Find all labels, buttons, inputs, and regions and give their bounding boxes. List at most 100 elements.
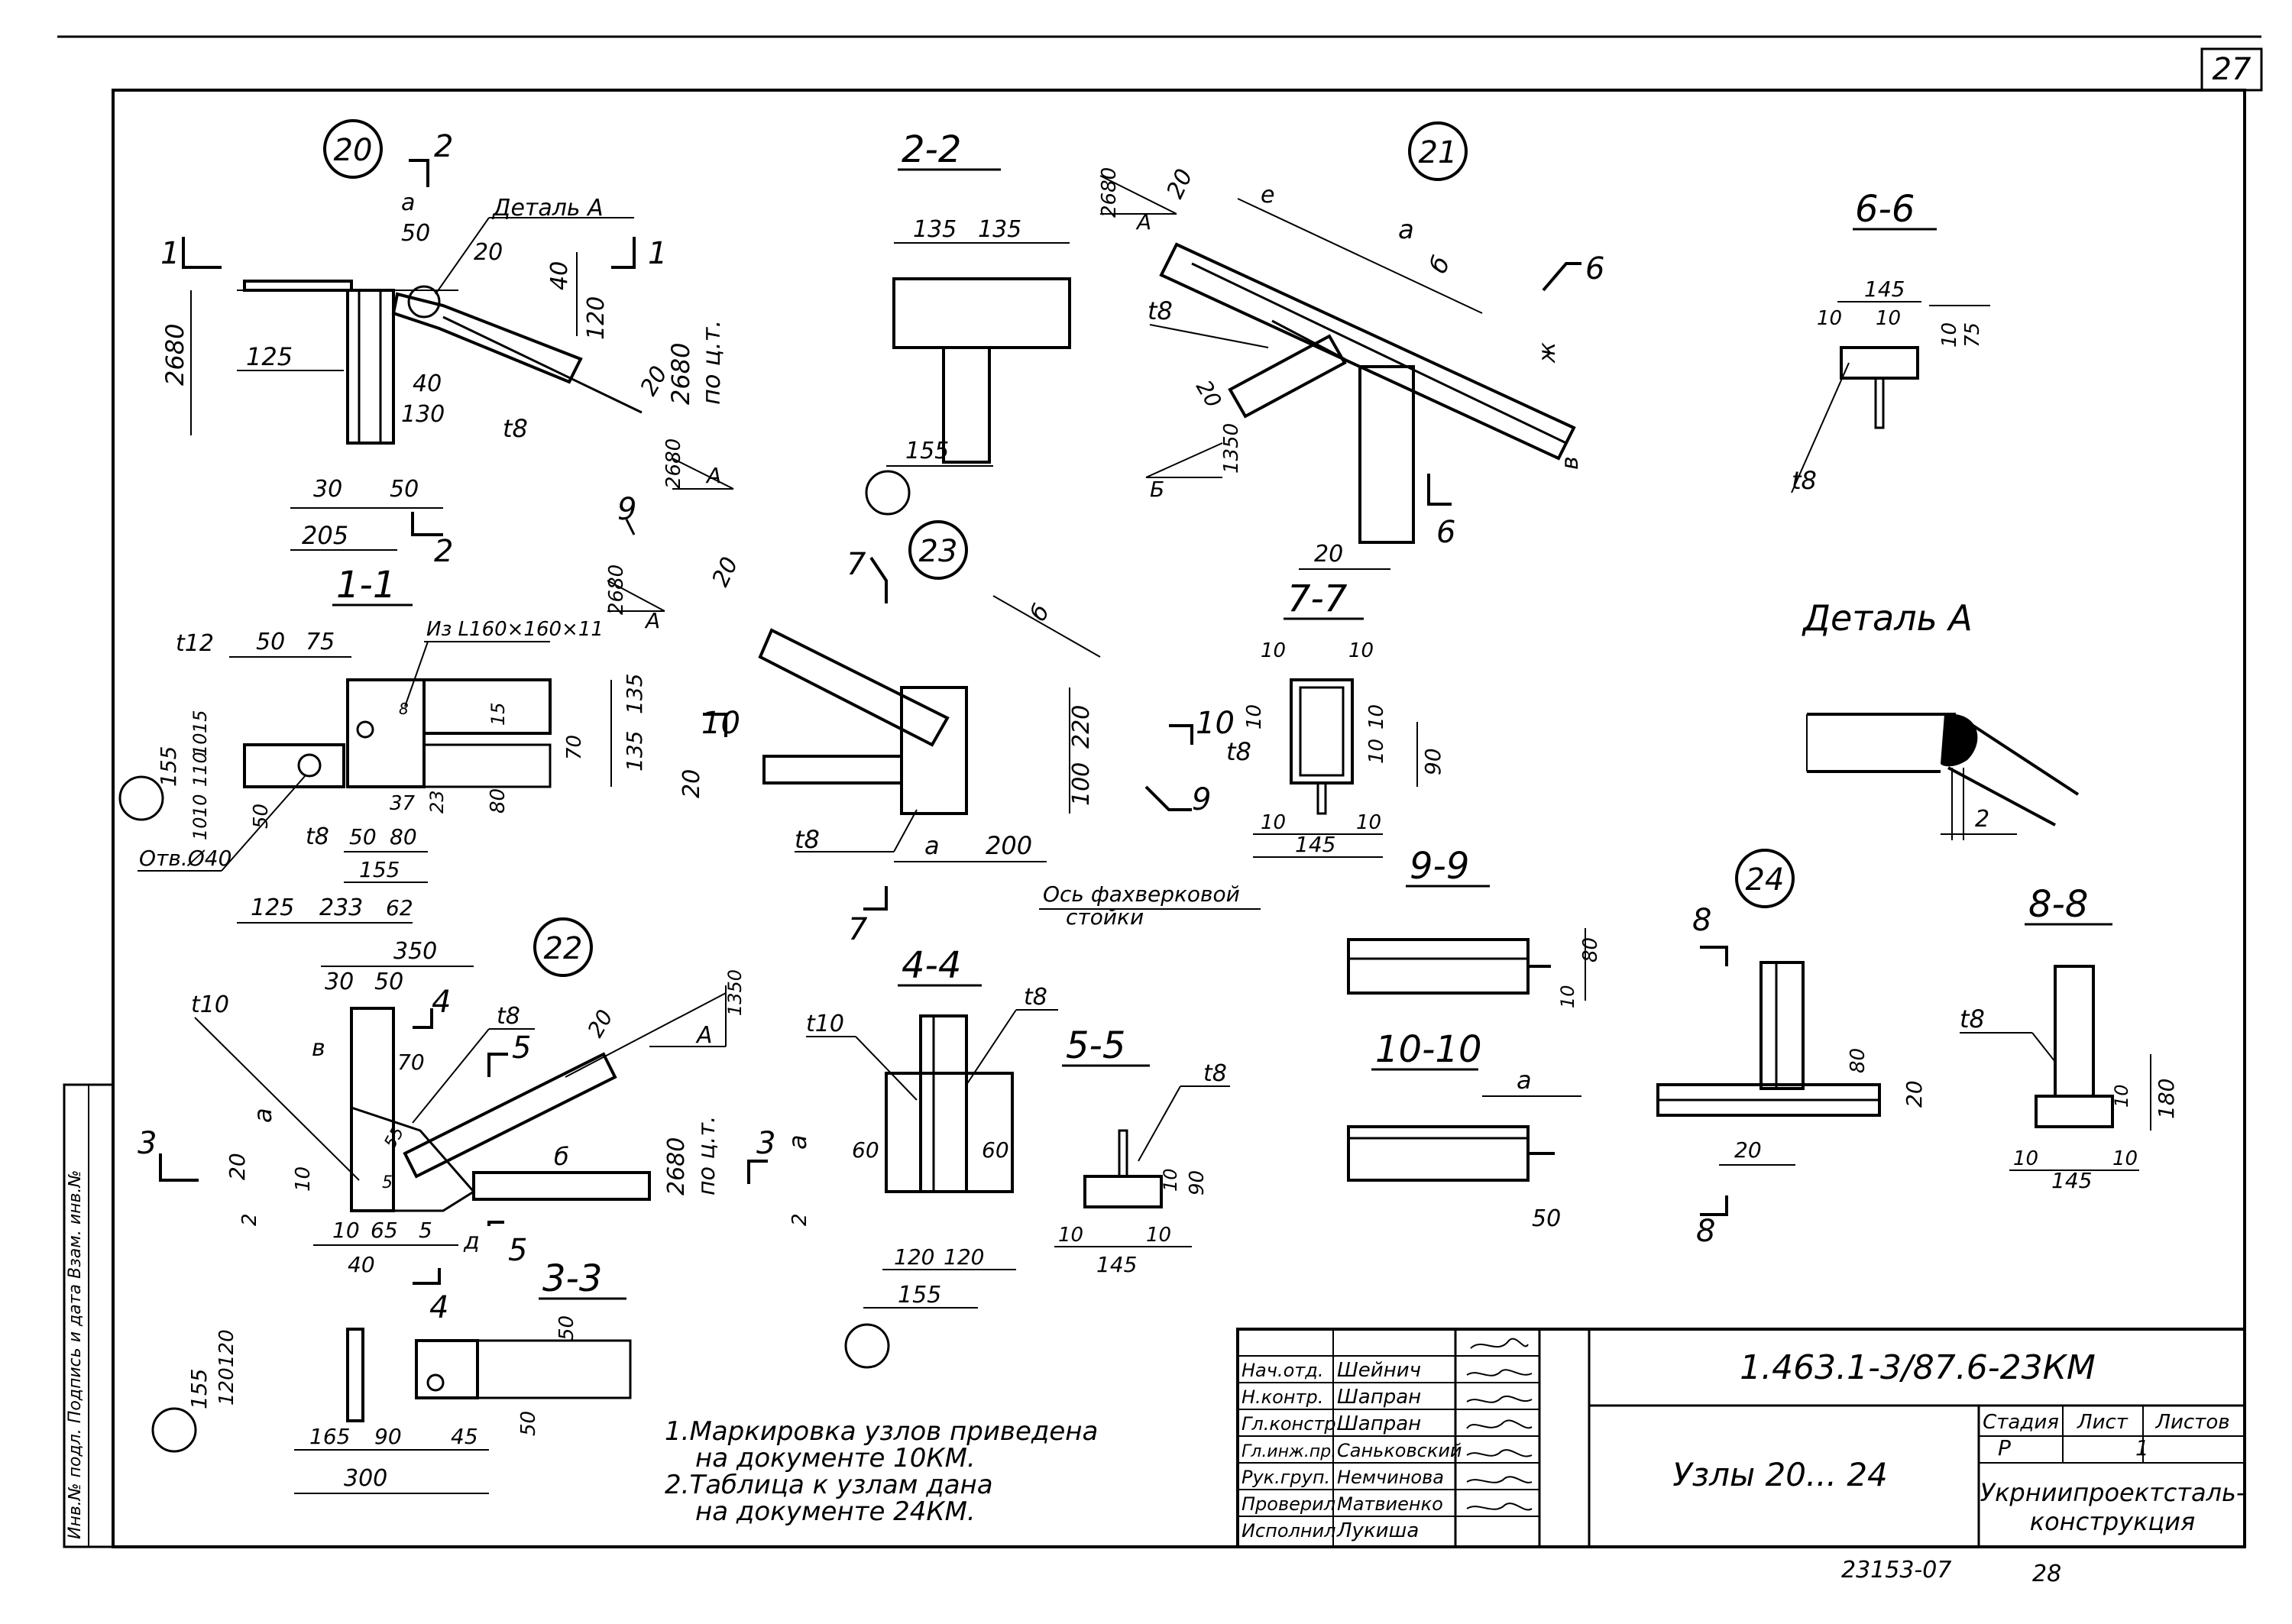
svg-text:2: 2 [238,1213,261,1226]
svg-text:t8: t8 [1024,984,1047,1011]
organization-line-2: конструкция [2030,1507,2195,1536]
note-line-2: на документе 10КМ. [695,1443,976,1474]
svg-text:155: 155 [359,857,400,882]
svg-text:100: 100 [1068,762,1095,806]
title-block: Нач.отд. Шейнич Н.контр. Шапран Гл.конст… [1236,1328,2246,1548]
svg-text:4-4: 4-4 [902,944,961,987]
svg-text:Гл.инж.пр.: Гл.инж.пр. [1242,1442,1336,1461]
svg-text:10: 10 [2112,1147,2138,1170]
svg-text:120: 120 [894,1244,934,1270]
note-line-1: 1.Маркировка узлов приведена [665,1416,1098,1447]
svg-text:9-9: 9-9 [1410,845,1469,888]
detail-a: Деталь А 2 [1802,597,2080,840]
svg-text:10: 10 [1876,307,1901,330]
svg-text:90: 90 [1420,748,1445,775]
svg-text:200: 200 [986,831,1032,860]
svg-text:62: 62 [386,895,413,920]
node-22: 22 350 30 50 t10 t8 в 70 а 20 10 2 10 65… [138,917,775,1325]
svg-text:А: А [695,1022,713,1049]
svg-text:Лукиша: Лукиша [1336,1519,1419,1542]
svg-text:по ц.т.: по ц.т. [694,1116,720,1195]
node-21-marker [1408,121,1468,181]
node-24-marker [1735,849,1795,908]
section-1-1: 1-1 t12 50 75 Из L160×160×11 15 10 110 1… [118,564,647,924]
node-24: 24 8 8 80 20 20 [1656,849,1927,1249]
svg-text:120: 120 [215,1329,238,1367]
svg-text:20: 20 [474,239,503,266]
svg-text:t8: t8 [795,825,820,854]
svg-text:145: 145 [1096,1252,1137,1277]
stamp-row: Гл.инж.пр. Саньковский [1242,1440,1462,1461]
svg-text:20: 20 [707,553,744,590]
document-code: 1.463.1-3/87.6-23КМ [1740,1348,2096,1387]
svg-text:50: 50 [390,476,419,503]
svg-text:40: 40 [546,261,573,290]
svg-text:1350: 1350 [1220,423,1243,474]
beam-left [243,280,353,292]
svg-text:6: 6 [1436,515,1455,550]
note-line-4: на документе 24КМ. [695,1496,976,1527]
svg-text:10: 10 [1160,1168,1181,1192]
svg-text:Р: Р [1998,1435,2011,1461]
svg-text:а: а [1517,1066,1532,1095]
section-3-3: 3-3 120 120 155 50 50 165 90 45 300 [151,1257,632,1494]
svg-text:2: 2 [788,1213,811,1226]
svg-text:10: 10 [189,794,211,817]
page-number: 27 [2213,52,2252,87]
stamp-row: Рук.груп. Немчинова [1242,1467,1444,1488]
svg-text:2680: 2680 [160,324,189,386]
cut-2-label: 2 [434,129,453,164]
svg-text:Лист: Лист [2077,1411,2129,1434]
svg-text:135: 135 [913,216,957,243]
svg-text:20: 20 [1314,541,1343,568]
svg-text:в: в [312,1035,325,1062]
svg-text:t8: t8 [1203,1060,1227,1087]
svg-text:б: б [1025,600,1056,626]
svg-text:4: 4 [429,1290,448,1325]
svg-text:5: 5 [419,1218,432,1243]
svg-text:80: 80 [1579,937,1602,962]
svg-text:1: 1 [2135,1435,2149,1461]
svg-text:75: 75 [1961,322,1984,348]
svg-text:Ось фахверковой: Ось фахверковой [1043,882,1240,907]
svg-text:10: 10 [292,1166,315,1192]
svg-text:45: 45 [451,1424,478,1449]
svg-text:10: 10 [332,1218,360,1243]
svg-text:t12: t12 [176,630,214,657]
svg-text:ж: ж [1534,342,1561,364]
node-21: 21 2680 А 20 е а б t8 ж 20 1350 Б в 20 6… [1098,121,1604,570]
svg-text:50: 50 [374,969,403,995]
svg-text:20: 20 [678,769,705,798]
svg-text:20: 20 [1162,165,1199,202]
svg-text:180: 180 [2154,1079,2179,1119]
svg-text:д: д [463,1228,480,1255]
svg-text:Шапран: Шапран [1337,1386,1421,1409]
svg-text:10: 10 [1243,704,1266,730]
svg-text:Матвиенко: Матвиенко [1337,1493,1443,1515]
svg-text:е: е [1261,182,1274,209]
svg-text:Нач.отд.: Нач.отд. [1242,1360,1323,1381]
svg-text:10: 10 [1196,706,1235,741]
svg-text:7: 7 [847,547,866,582]
svg-text:10: 10 [1817,307,1842,330]
svg-text:Б: Б [1150,477,1164,502]
stamp-row: Нач.отд. Шейнич [1242,1359,1421,1382]
section-7-7: 7-7 10 10 10 10 t8 10 90 10 145 10 [1226,577,1445,858]
svg-text:10: 10 [1348,639,1374,662]
svg-text:10: 10 [1058,1224,1083,1247]
svg-text:120: 120 [944,1244,984,1270]
svg-text:60: 60 [982,1137,1009,1163]
section-10-10: 10-10 а 50 [1347,1028,1581,1232]
svg-text:1350: 1350 [724,969,746,1016]
svg-text:60: 60 [852,1137,879,1163]
svg-text:300: 300 [344,1465,387,1492]
svg-text:80: 80 [487,788,510,814]
svg-text:20: 20 [582,1005,617,1041]
svg-text:а: а [924,831,940,860]
svg-text:2680: 2680 [605,565,628,615]
svg-text:t10: t10 [191,992,229,1018]
svg-text:2680: 2680 [662,438,685,489]
node-22-marker [533,917,593,977]
svg-text:75: 75 [306,629,335,655]
